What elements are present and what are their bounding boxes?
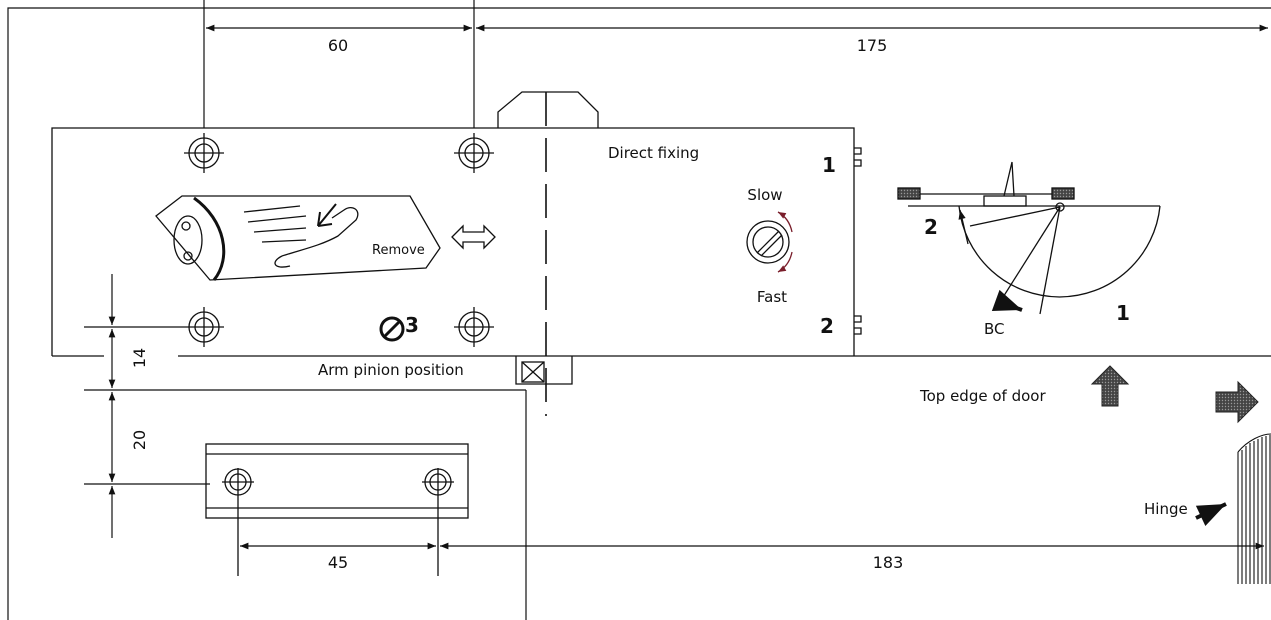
slash-circle-icon [379, 316, 405, 342]
dimension-side-upper: 14 [130, 348, 149, 368]
arc-marker-1: 1 [1116, 301, 1130, 325]
hinge-arrow-icon [1195, 502, 1227, 526]
fast-arrow-icon [777, 251, 793, 273]
slow-arrow-icon [777, 211, 793, 233]
direct-fixing-label: Direct fixing [608, 144, 699, 162]
fixing-hole [454, 307, 494, 347]
bracket-plate [205, 443, 469, 576]
side-dimension-lines [84, 274, 527, 620]
dimension-bottom-left: 45 [328, 553, 348, 572]
dimension-side-lower: 20 [130, 430, 149, 450]
top-edge-of-door-label: Top edge of door [919, 387, 1046, 405]
arc-marker-2: 2 [924, 215, 938, 239]
closer-body [51, 91, 1271, 385]
dimension-top-right: 175 [857, 36, 888, 55]
remove-label: Remove [372, 243, 425, 258]
fixing-hole [454, 133, 494, 173]
double-arrow-icon [451, 224, 496, 250]
dimension-top-left: 60 [328, 36, 348, 55]
fixing-hole [184, 133, 224, 173]
top-edge-arrow-icon [1090, 365, 1130, 407]
bc-arrow-icon [991, 289, 1023, 312]
closer-marker-1: 1 [822, 153, 836, 177]
speed-valve [746, 220, 790, 264]
bc-label: BC [984, 320, 1005, 338]
arm-pinion-position-label: Arm pinion position [318, 361, 464, 379]
top-dimension-lines [203, 0, 1269, 128]
fast-label: Fast [757, 288, 787, 306]
dimension-bottom-right: 183 [873, 553, 904, 572]
fixing-holes [184, 133, 494, 347]
hinge-illustration [1237, 433, 1271, 584]
page-frame [7, 7, 1271, 620]
closer-marker-2: 2 [820, 314, 834, 338]
fixing-3-label: 3 [405, 313, 419, 337]
hinge-label: Hinge [1144, 500, 1188, 518]
direction-arrow-icon [1215, 380, 1259, 424]
cover-removal-illustration [155, 195, 441, 281]
slow-label: Slow [747, 186, 782, 204]
fixing-hole [184, 307, 224, 347]
closing-arc-diagram [897, 161, 1161, 315]
